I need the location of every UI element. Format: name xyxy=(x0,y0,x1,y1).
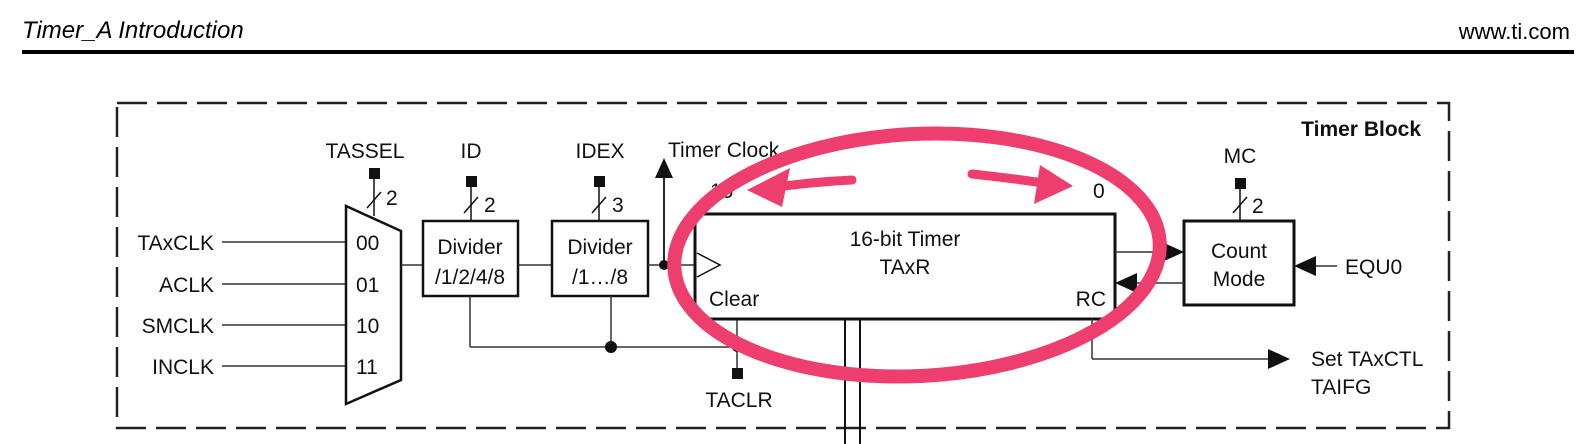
tassel-bus-width: 2 xyxy=(386,187,398,210)
divider2-line2: /1…/8 xyxy=(572,266,628,289)
mc-label: MC xyxy=(1224,145,1257,168)
clear-bus-junction xyxy=(605,341,617,353)
input-label-aclk: ACLK xyxy=(159,274,214,297)
input-divider-1: Divider /1/2/4/8 ID 2 xyxy=(421,140,520,298)
divider2-box xyxy=(550,219,650,298)
mc-bus-width: 2 xyxy=(1252,195,1264,218)
input-label-inclk: INCLK xyxy=(152,356,214,379)
timer-counter: 15 0 16-bit Timer TAxR Clear RC xyxy=(693,180,1117,321)
input-label-taxclk: TAxCLK xyxy=(137,232,214,255)
counter-box xyxy=(693,212,1117,321)
mode-to-counter-arrow xyxy=(1115,273,1137,293)
left-arrowhead xyxy=(747,168,790,207)
counter-to-mode-arrow xyxy=(1162,242,1184,262)
divider1-line1: Divider xyxy=(437,236,502,259)
highlight-ellipse xyxy=(667,126,1167,384)
count-mode-line1: Count xyxy=(1211,240,1267,263)
mux-select-01: 01 xyxy=(356,274,379,297)
timer-clock-label: Timer Clock xyxy=(668,139,780,162)
clock-source-mux: 00 01 10 11 TASSEL 2 xyxy=(326,140,405,406)
timer-block-title: Timer Block xyxy=(1301,118,1421,141)
counter-line1: 16-bit Timer xyxy=(850,228,961,251)
mux-select-00: 00 xyxy=(356,232,379,255)
idex-label: IDEX xyxy=(575,140,624,163)
divider1-line2: /1/2/4/8 xyxy=(435,266,505,289)
counter-clear-label: Clear xyxy=(709,288,759,311)
id-label: ID xyxy=(461,140,482,163)
tassel-bus-slash xyxy=(366,191,382,209)
taifg-arrow-head xyxy=(1268,349,1290,369)
counter-line2: TAxR xyxy=(880,256,931,279)
page-section-title: Timer_A Introduction xyxy=(22,17,244,44)
taclr-terminal xyxy=(732,368,743,379)
counter-rc-label: RC xyxy=(1076,288,1106,311)
source-url: www.ti.com xyxy=(1458,19,1570,44)
output-line2: TAIFG xyxy=(1311,376,1371,399)
timer-block-border xyxy=(115,101,1451,430)
idex-bus-slash xyxy=(591,196,607,214)
count-mode-block: Count Mode MC 2 xyxy=(1182,145,1296,307)
counter-lsb: 0 xyxy=(1093,180,1105,203)
clock-inputs: TAxCLK ACLK SMCLK INCLK xyxy=(137,232,346,379)
mux-shape xyxy=(344,204,403,406)
highlight-annotation xyxy=(667,126,1167,384)
mc-bus-slash xyxy=(1232,196,1248,214)
count-mode-line2: Mode xyxy=(1213,268,1266,291)
tassel-label: TASSEL xyxy=(326,140,405,163)
header-divider xyxy=(22,50,1574,54)
timer-clock-arrow-head xyxy=(655,158,673,178)
equ0-arrow xyxy=(1294,256,1316,276)
mux-select-10: 10 xyxy=(356,315,379,338)
id-bus-slash xyxy=(463,196,479,214)
idex-terminal xyxy=(594,176,605,187)
divider2-line1: Divider xyxy=(567,236,632,259)
counter-clock-input xyxy=(696,252,722,278)
output-line1: Set TAxCTL xyxy=(1311,348,1423,371)
idex-bus-width: 3 xyxy=(612,194,624,217)
id-bus-width: 2 xyxy=(484,194,496,217)
mc-terminal xyxy=(1235,178,1246,189)
input-label-smclk: SMCLK xyxy=(142,315,214,338)
input-divider-2: Divider /1…/8 IDEX 3 xyxy=(550,140,650,298)
id-terminal xyxy=(466,176,477,187)
count-mode-box xyxy=(1182,219,1296,307)
tassel-terminal xyxy=(369,168,380,179)
taclr-label: TACLR xyxy=(705,389,772,412)
right-arrowhead xyxy=(1034,165,1073,204)
mux-select-11: 11 xyxy=(356,356,378,379)
equ0-label: EQU0 xyxy=(1345,256,1402,279)
